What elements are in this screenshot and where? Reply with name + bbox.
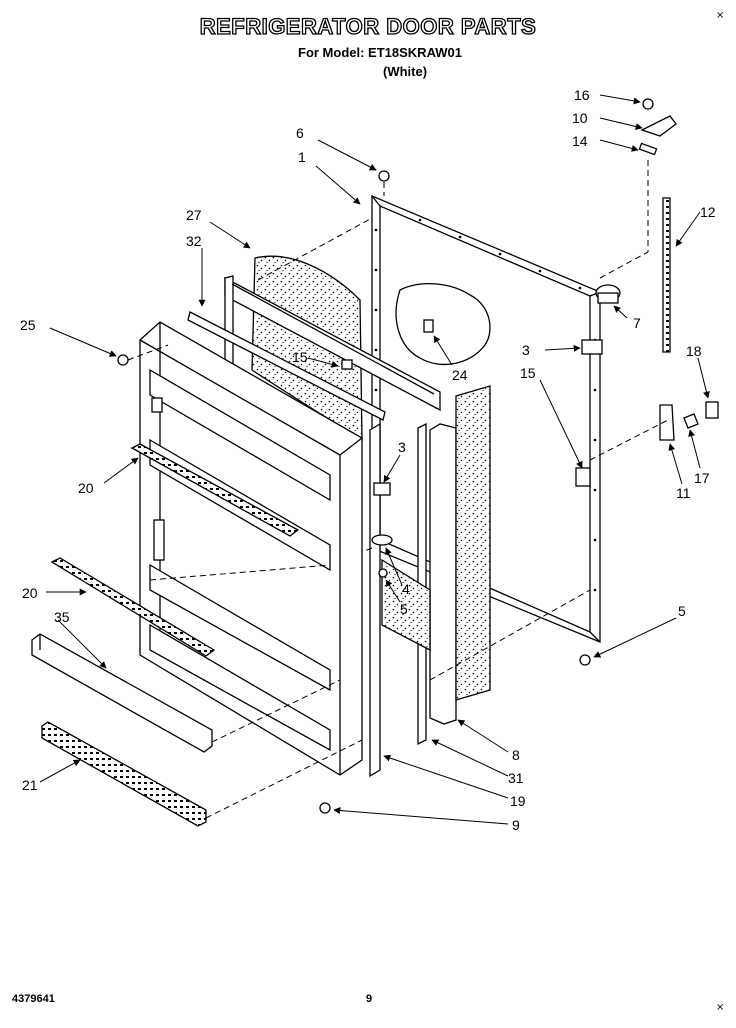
callout-3-center: 3 xyxy=(398,439,406,455)
hinge-bracket-lower xyxy=(575,467,591,487)
callout-35: 35 xyxy=(54,609,70,625)
shelf-rail-lower xyxy=(50,557,216,657)
callout-16: 16 xyxy=(574,87,590,103)
bottom-trim xyxy=(41,721,207,827)
callout-3-right: 3 xyxy=(522,342,530,358)
callout-7: 7 xyxy=(633,315,641,331)
shelf-rail-upper xyxy=(130,443,300,537)
hinge-bracket-upper xyxy=(581,339,603,355)
part-24-clip xyxy=(423,319,434,333)
callout-15-left: 15 xyxy=(292,349,308,365)
screw-9 xyxy=(319,802,331,814)
callout-12: 12 xyxy=(700,204,716,220)
hinge-plate-3 xyxy=(373,482,391,496)
screw-6 xyxy=(378,170,390,182)
callout-18: 18 xyxy=(686,343,702,359)
leader-lines xyxy=(39,94,710,825)
callout-14: 14 xyxy=(572,133,588,149)
callout-6: 6 xyxy=(296,125,304,141)
page-number: 9 xyxy=(366,993,373,1005)
insulation-patch xyxy=(395,283,491,366)
document-number: 4379641 xyxy=(12,993,55,1005)
callout-20-lower: 20 xyxy=(22,585,38,601)
callout-19: 19 xyxy=(510,793,526,809)
diagram-title: REFRIGERATOR DOOR PARTS xyxy=(199,13,537,39)
inner-door-liner xyxy=(139,321,363,776)
callout-4: 4 xyxy=(402,581,410,597)
callout-20-upper: 20 xyxy=(78,480,94,496)
callout-15-right: 15 xyxy=(520,365,536,381)
clip-15 xyxy=(341,359,353,370)
screw-25 xyxy=(117,354,129,366)
callout-5-right: 5 xyxy=(678,603,686,619)
callout-10: 10 xyxy=(572,110,588,126)
callout-24: 24 xyxy=(452,367,468,383)
color-line: (White) xyxy=(383,64,428,79)
callout-27: 27 xyxy=(186,207,202,223)
crop-mark-bottom-right: × xyxy=(716,1002,725,1013)
callout-21: 21 xyxy=(22,777,38,793)
side-gasket-strips xyxy=(369,385,491,778)
screw-5-lower xyxy=(579,654,591,666)
assembly-guide-lines xyxy=(127,160,669,819)
screw-4 xyxy=(378,568,388,578)
callout-5-center: 5 xyxy=(400,601,408,617)
hinge-bushing xyxy=(371,534,393,546)
callout-1: 1 xyxy=(298,149,306,165)
model-line: For Model: ET18SKRAW01 xyxy=(298,45,462,60)
crop-mark-top-right: × xyxy=(716,10,725,21)
callout-8: 8 xyxy=(512,747,520,763)
callout-25: 25 xyxy=(20,317,36,333)
callout-17: 17 xyxy=(694,470,710,486)
callout-31: 31 xyxy=(508,770,524,786)
hinge-assembly xyxy=(638,98,719,441)
breaker-strip xyxy=(187,311,386,421)
door-stop xyxy=(595,284,621,304)
callout-32: 32 xyxy=(186,233,202,249)
callout-9: 9 xyxy=(512,817,520,833)
callout-11: 11 xyxy=(676,485,691,501)
